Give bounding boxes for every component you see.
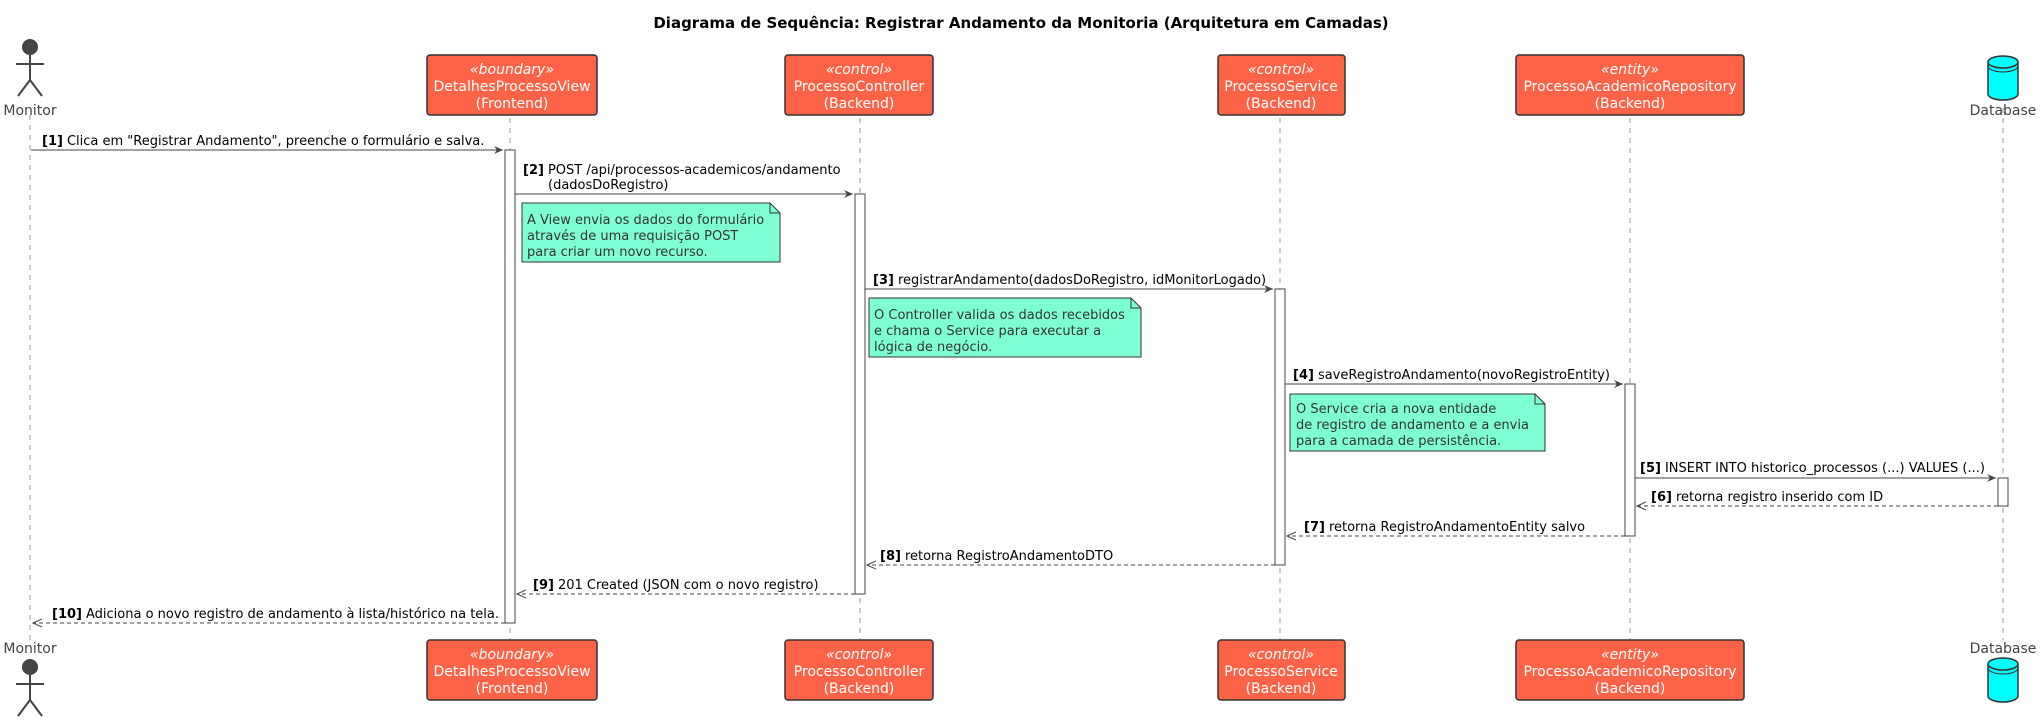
participant-layer: (Backend) [1595,96,1666,112]
actor-head-icon [22,39,38,55]
note-line: O Controller valida os dados recebidos [874,308,1125,323]
participant-stereotype: «entity» [1601,647,1659,663]
activation-view [504,149,516,624]
participant-name: ProcessoAcademicoRepository [1523,664,1736,680]
participant-stereotype: «boundary» [470,647,554,663]
message-label: [6]retorna registro inserido com ID [1651,490,1883,505]
participant-name: ProcessoController [794,664,925,680]
note-3: O Service cria a nova entidade de regist… [1289,393,1546,452]
diagram-title: Diagrama de Sequência: Registrar Andamen… [653,14,1388,32]
participant-layer: (Backend) [1246,96,1317,112]
message-label: [4]saveRegistroAndamento(novoRegistroEnt… [1293,368,1610,383]
note-line: lógica de negócio. [874,340,992,355]
participant-name: ProcessoController [794,79,925,95]
participant-controller-bottom: «control» ProcessoController (Backend) [784,639,934,701]
actor-monitor-top: Monitor [3,39,57,119]
note-line: O Service cria a nova entidade [1296,402,1496,417]
participant-layer: (Backend) [824,96,895,112]
note-2: O Controller valida os dados recebidos e… [868,297,1142,358]
database-bottom: Database [1970,641,2037,703]
participant-stereotype: «entity» [1601,62,1659,78]
message-label: [5]INSERT INTO historico_processos (...)… [1640,461,1985,476]
note-line: para criar um novo recurso. [527,245,708,260]
participant-name: DetalhesProcessoView [433,79,590,95]
activation-controller [854,193,866,595]
participant-name: ProcessoAcademicoRepository [1523,79,1736,95]
activation-service [1274,288,1286,566]
note-line: de registro de andamento e a envia [1296,418,1529,433]
participant-controller-top: «control» ProcessoController (Backend) [784,54,934,116]
participant-stereotype: «control» [826,647,892,663]
activation-database [1997,477,2009,507]
participant-service-bottom: «control» ProcessoService (Backend) [1217,639,1346,701]
participant-layer: (Backend) [1595,681,1666,697]
actor-label: Monitor [3,641,56,657]
message-label: [1]Clica em "Registrar Andamento", preen… [42,134,484,149]
note-line: através de uma requisição POST [527,229,738,244]
participant-layer: (Backend) [1246,681,1317,697]
actor-monitor-bottom: Monitor [3,641,57,717]
message-label: [2]POST /api/processos-academicos/andame… [523,163,841,178]
participant-layer: (Frontend) [476,681,549,697]
actor-head-icon [22,659,38,675]
participant-service-top: «control» ProcessoService (Backend) [1217,54,1346,116]
message-3: [3]registrarAndamento(dadosDoRegistro, i… [865,273,1273,293]
message-6: [6]retorna registro inserido com ID [1637,490,1998,506]
note-1: A View envia os dados do formulário atra… [521,202,781,263]
participant-stereotype: «control» [1248,647,1314,663]
actor-label: Monitor [3,103,56,119]
message-label: [3]registrarAndamento(dadosDoRegistro, i… [873,273,1266,288]
note-line: para a camada de persistência. [1296,434,1501,449]
participant-name: ProcessoService [1224,664,1337,680]
participant-name: ProcessoService [1224,79,1337,95]
message-4: [4]saveRegistroAndamento(novoRegistroEnt… [1285,368,1623,388]
participant-name: DetalhesProcessoView [433,664,590,680]
participant-layer: (Backend) [824,681,895,697]
message-8: [8]retorna RegistroAndamentoDTO [867,549,1275,565]
message-2: [2]POST /api/processos-academicos/andame… [515,163,853,198]
participant-view-bottom: «boundary» DetalhesProcessoView (Fronten… [426,639,598,701]
message-7: [7]retorna RegistroAndamentoEntity salvo [1287,520,1625,536]
message-10: [10]Adiciona o novo registro de andament… [33,607,505,623]
message-label: [9]201 Created (JSON com o novo registro… [533,578,819,593]
participant-layer: (Frontend) [476,96,549,112]
participant-stereotype: «boundary» [470,62,554,78]
message-1: [1]Clica em "Registrar Andamento", preen… [31,134,503,154]
participant-repository-top: «entity» ProcessoAcademicoRepository (Ba… [1515,54,1745,116]
participant-stereotype: «control» [826,62,892,78]
message-label-cont: (dadosDoRegistro) [548,178,669,193]
participant-view-top: «boundary» DetalhesProcessoView (Fronten… [426,54,598,116]
message-5: [5]INSERT INTO historico_processos (...)… [1635,461,1996,482]
participant-stereotype: «control» [1248,62,1314,78]
participant-repository-bottom: «entity» ProcessoAcademicoRepository (Ba… [1515,639,1745,701]
activation-repository [1624,383,1636,537]
database-top: Database [1970,55,2037,119]
message-label: [7]retorna RegistroAndamentoEntity salvo [1304,520,1585,535]
note-line: A View envia os dados do formulário [527,213,764,228]
message-9: [9]201 Created (JSON com o novo registro… [517,578,855,594]
database-label: Database [1970,641,2037,657]
database-label: Database [1970,103,2037,119]
message-label: [10]Adiciona o novo registro de andament… [52,607,499,622]
message-label: [8]retorna RegistroAndamentoDTO [880,549,1113,564]
note-line: e chama o Service para executar a [874,324,1101,339]
